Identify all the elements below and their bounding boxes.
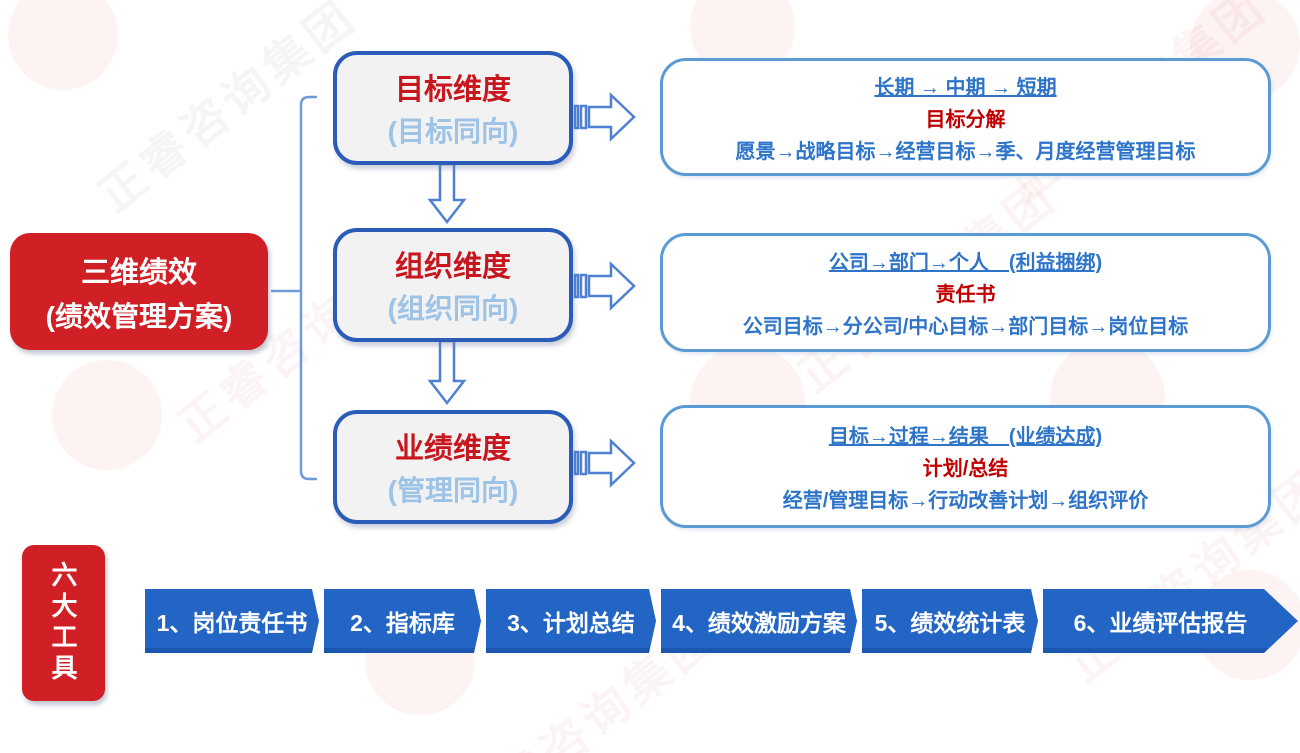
root-title: 三维绩效 bbox=[80, 256, 197, 289]
striped-right-arrow bbox=[573, 92, 636, 142]
down-arrow bbox=[427, 162, 467, 225]
tool-segment-1: 1、岗位责任书 bbox=[145, 589, 319, 653]
dimension-box-performance: 业绩维度 (管理同向) bbox=[333, 410, 573, 524]
detail-box-performance: 目标→过程→结果 (业绩达成) 计划/总结 经营/管理目标→行动改善计划→组织评… bbox=[660, 405, 1271, 528]
striped-right-arrow bbox=[573, 261, 636, 311]
root-box-three-dimension-performance: 三维绩效 (绩效管理方案) bbox=[10, 233, 268, 350]
detail-flow-top: 公司→部门→个人 (利益捆绑) bbox=[828, 252, 1103, 274]
detail-box-goal: 长期 → 中期 → 短期 目标分解 愿景→战略目标→经营目标→季、月度经营管理目… bbox=[660, 58, 1271, 176]
detail-box-organization: 公司→部门→个人 (利益捆绑) 责任书 公司目标→分公司/中心目标→部门目标→岗… bbox=[660, 233, 1271, 352]
tool-segment-2: 2、指标库 bbox=[324, 589, 481, 653]
tool-segment-4: 4、绩效激励方案 bbox=[661, 589, 857, 653]
root-subtitle: (绩效管理方案) bbox=[45, 300, 233, 332]
tool-segment-6-arrow: 6、业绩评估报告 bbox=[1043, 589, 1298, 653]
tool-segment-3: 3、计划总结 bbox=[486, 589, 656, 653]
dimension-subtitle: (管理同向) bbox=[387, 475, 519, 506]
striped-right-arrow bbox=[573, 438, 636, 488]
watermark-logo bbox=[8, 0, 118, 90]
dimension-box-organization: 组织维度 (组织同向) bbox=[333, 228, 573, 342]
six-tools-label-box: 六大工具 bbox=[22, 545, 105, 701]
detail-flow-bottom: 公司目标→分公司/中心目标→部门目标→岗位目标 bbox=[742, 316, 1189, 338]
tool-segment-5: 5、绩效统计表 bbox=[862, 589, 1038, 653]
detail-flow-bottom: 经营/管理目标→行动改善计划→组织评价 bbox=[782, 490, 1149, 512]
detail-keyword: 计划/总结 bbox=[922, 458, 1009, 480]
down-arrow bbox=[427, 339, 467, 406]
detail-flow-top: 目标→过程→结果 (业绩达成) bbox=[828, 426, 1103, 448]
detail-flow-top: 长期 → 中期 → 短期 bbox=[874, 76, 1057, 99]
dimension-title: 目标维度 bbox=[394, 74, 511, 106]
dimension-title: 组织维度 bbox=[394, 251, 511, 283]
dimension-box-goal: 目标维度 (目标同向) bbox=[333, 51, 573, 165]
dimension-title: 业绩维度 bbox=[394, 433, 511, 465]
detail-flow-bottom: 愿景→战略目标→经营目标→季、月度经营管理目标 bbox=[735, 140, 1196, 163]
dimension-subtitle: (目标同向) bbox=[387, 116, 519, 147]
detail-keyword: 目标分解 bbox=[925, 108, 1006, 131]
watermark-logo bbox=[52, 360, 162, 470]
watermark-text: 正睿咨询集团 bbox=[88, 0, 367, 222]
dimension-subtitle: (组织同向) bbox=[387, 293, 519, 324]
detail-keyword: 责任书 bbox=[935, 284, 996, 306]
